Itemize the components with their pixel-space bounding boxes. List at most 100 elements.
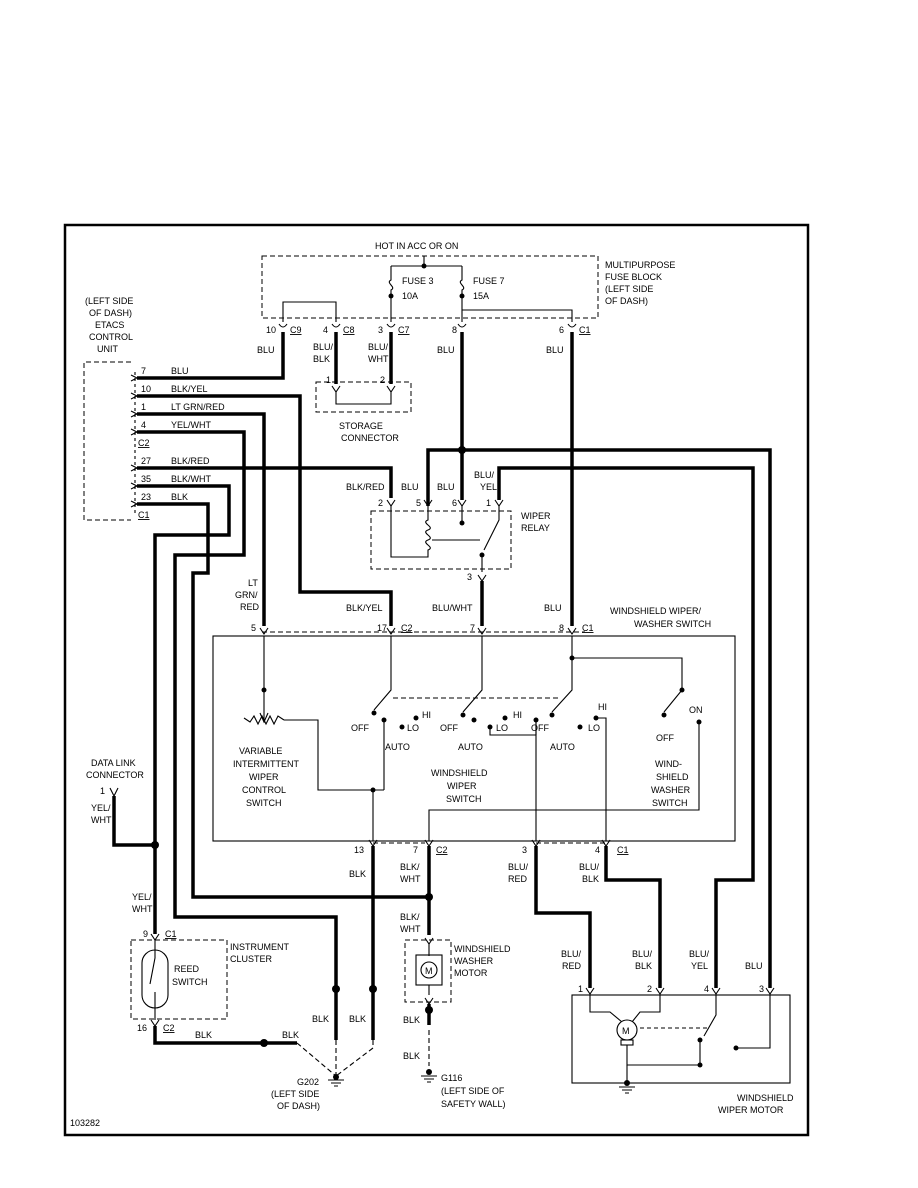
svg-text:BLK: BLK [403,1051,420,1061]
svg-text:BLK/RED: BLK/RED [346,482,385,492]
svg-text:LO: LO [588,723,600,733]
svg-text:BLU/WHT: BLU/WHT [432,603,473,613]
svg-text:C2: C2 [163,1023,175,1033]
svg-text:M: M [425,966,433,976]
svg-text:INSTRUMENT: INSTRUMENT [230,942,289,952]
svg-text:YEL: YEL [480,482,497,492]
svg-text:MULTIPURPOSE: MULTIPURPOSE [605,260,675,270]
svg-text:(LEFT SIDE: (LEFT SIDE [85,296,133,306]
relay-pins: 2 5 6 1 BLK/RED BLU BLU BLU/ YEL [346,470,497,508]
svg-text:BLU/: BLU/ [689,949,710,959]
svg-text:OFF: OFF [531,723,549,733]
svg-text:BLK/YEL: BLK/YEL [346,603,383,613]
svg-text:(LEFT SIDE: (LEFT SIDE [271,1089,319,1099]
svg-text:WASHER: WASHER [454,956,494,966]
svg-text:SHIELD: SHIELD [656,772,689,782]
svg-text:LT GRN/RED: LT GRN/RED [171,402,225,412]
svg-text:ETACS: ETACS [95,320,124,330]
svg-text:OFF: OFF [440,723,458,733]
svg-text:BLK: BLK [582,874,599,884]
svg-text:C2: C2 [401,623,413,633]
svg-text:WINDSHIELD: WINDSHIELD [431,768,488,778]
svg-text:HI: HI [513,710,522,720]
svg-text:10: 10 [266,325,276,335]
svg-text:CLUSTER: CLUSTER [230,954,273,964]
svg-text:WINDSHIELD: WINDSHIELD [737,1093,794,1103]
svg-text:5: 5 [416,498,421,508]
svg-text:OF DASH): OF DASH) [277,1101,320,1111]
svg-text:AUTO: AUTO [458,742,483,752]
svg-text:FUSE BLOCK: FUSE BLOCK [605,272,662,282]
svg-text:G116: G116 [441,1073,462,1083]
svg-text:GRN/: GRN/ [235,590,258,600]
svg-text:YEL/WHT: YEL/WHT [171,420,212,430]
svg-text:10: 10 [141,384,151,394]
svg-text:WASHER: WASHER [651,785,691,795]
svg-text:WIPER: WIPER [521,511,551,521]
svg-text:WHT: WHT [368,354,389,364]
svg-text:C1: C1 [138,510,150,520]
svg-text:BLU: BLU [546,345,564,355]
svg-text:C2: C2 [138,438,150,448]
svg-text:BLK: BLK [282,1030,299,1040]
wiper-motor-ground-icon [619,1080,635,1094]
svg-text:RED: RED [562,961,582,971]
svg-text:3: 3 [378,325,383,335]
svg-text:BLK: BLK [349,869,366,879]
svg-text:AUTO: AUTO [385,742,410,752]
svg-text:YEL/: YEL/ [91,803,111,813]
svg-text:WINDSHIELD WIPER/: WINDSHIELD WIPER/ [610,606,702,616]
svg-text:23: 23 [141,492,151,502]
wiper-switch-section-3: OFF LO HI AUTO [531,636,683,841]
svg-text:UNIT: UNIT [97,344,118,354]
svg-text:BLU: BLU [401,482,419,492]
switch-bottom-pins: 13 7 C2 3 4 C1 BLK BLK/ WHT BLU/ RED BLU… [349,845,629,884]
svg-text:BLU/: BLU/ [632,949,653,959]
svg-text:FUSE 7: FUSE 7 [473,276,505,286]
wiper-relay-outline [370,510,512,570]
svg-text:2: 2 [647,984,652,994]
svg-text:7: 7 [141,366,146,376]
svg-text:BLU: BLU [544,603,562,613]
storage-connector-outline [315,381,412,413]
svg-text:35: 35 [141,474,151,484]
svg-text:WHT: WHT [400,874,421,884]
svg-text:WHT: WHT [400,924,421,934]
svg-text:BLU/: BLU/ [368,342,389,352]
svg-text:LO: LO [407,723,419,733]
svg-text:BLU/: BLU/ [561,949,582,959]
etacs-pins: 7 BLU 10 BLK/YEL 1 LT GRN/RED 4 YEL/WHT … [138,366,225,520]
svg-text:27: 27 [141,456,151,466]
svg-text:C1: C1 [579,325,591,335]
svg-text:WIPER: WIPER [249,772,279,782]
wiper-motor-icon: M [589,994,771,1083]
svg-text:1: 1 [100,786,105,796]
svg-text:BLK/YEL: BLK/YEL [171,384,208,394]
svg-text:STORAGE: STORAGE [339,421,383,431]
svg-text:BLK: BLK [313,354,330,364]
svg-text:BLK/RED: BLK/RED [171,456,210,466]
svg-text:RELAY: RELAY [521,523,550,533]
svg-text:LT: LT [248,578,258,588]
washer-switch-icon: ON OFF [428,687,703,841]
svg-text:BLU: BLU [257,345,275,355]
svg-text:G202: G202 [297,1077,319,1087]
svg-text:WIPER MOTOR: WIPER MOTOR [718,1105,784,1115]
svg-text:1: 1 [486,498,491,508]
fuse-block-outline [261,255,599,319]
svg-text:10A: 10A [402,291,418,301]
instrument-cluster-outline [130,939,228,1020]
svg-text:BLK/: BLK/ [400,912,420,922]
svg-text:13: 13 [354,845,364,855]
wiper-washer-switch-box [212,635,736,842]
svg-text:SWITCH: SWITCH [246,798,282,808]
fuse-3-icon [388,266,394,322]
svg-text:2: 2 [380,375,385,385]
svg-text:5: 5 [251,623,256,633]
svg-text:3: 3 [522,845,527,855]
svg-text:YEL: YEL [691,961,708,971]
svg-text:WIND-: WIND- [655,759,682,769]
svg-text:C2: C2 [436,845,448,855]
svg-text:M: M [622,1026,630,1036]
svg-text:8: 8 [452,325,457,335]
